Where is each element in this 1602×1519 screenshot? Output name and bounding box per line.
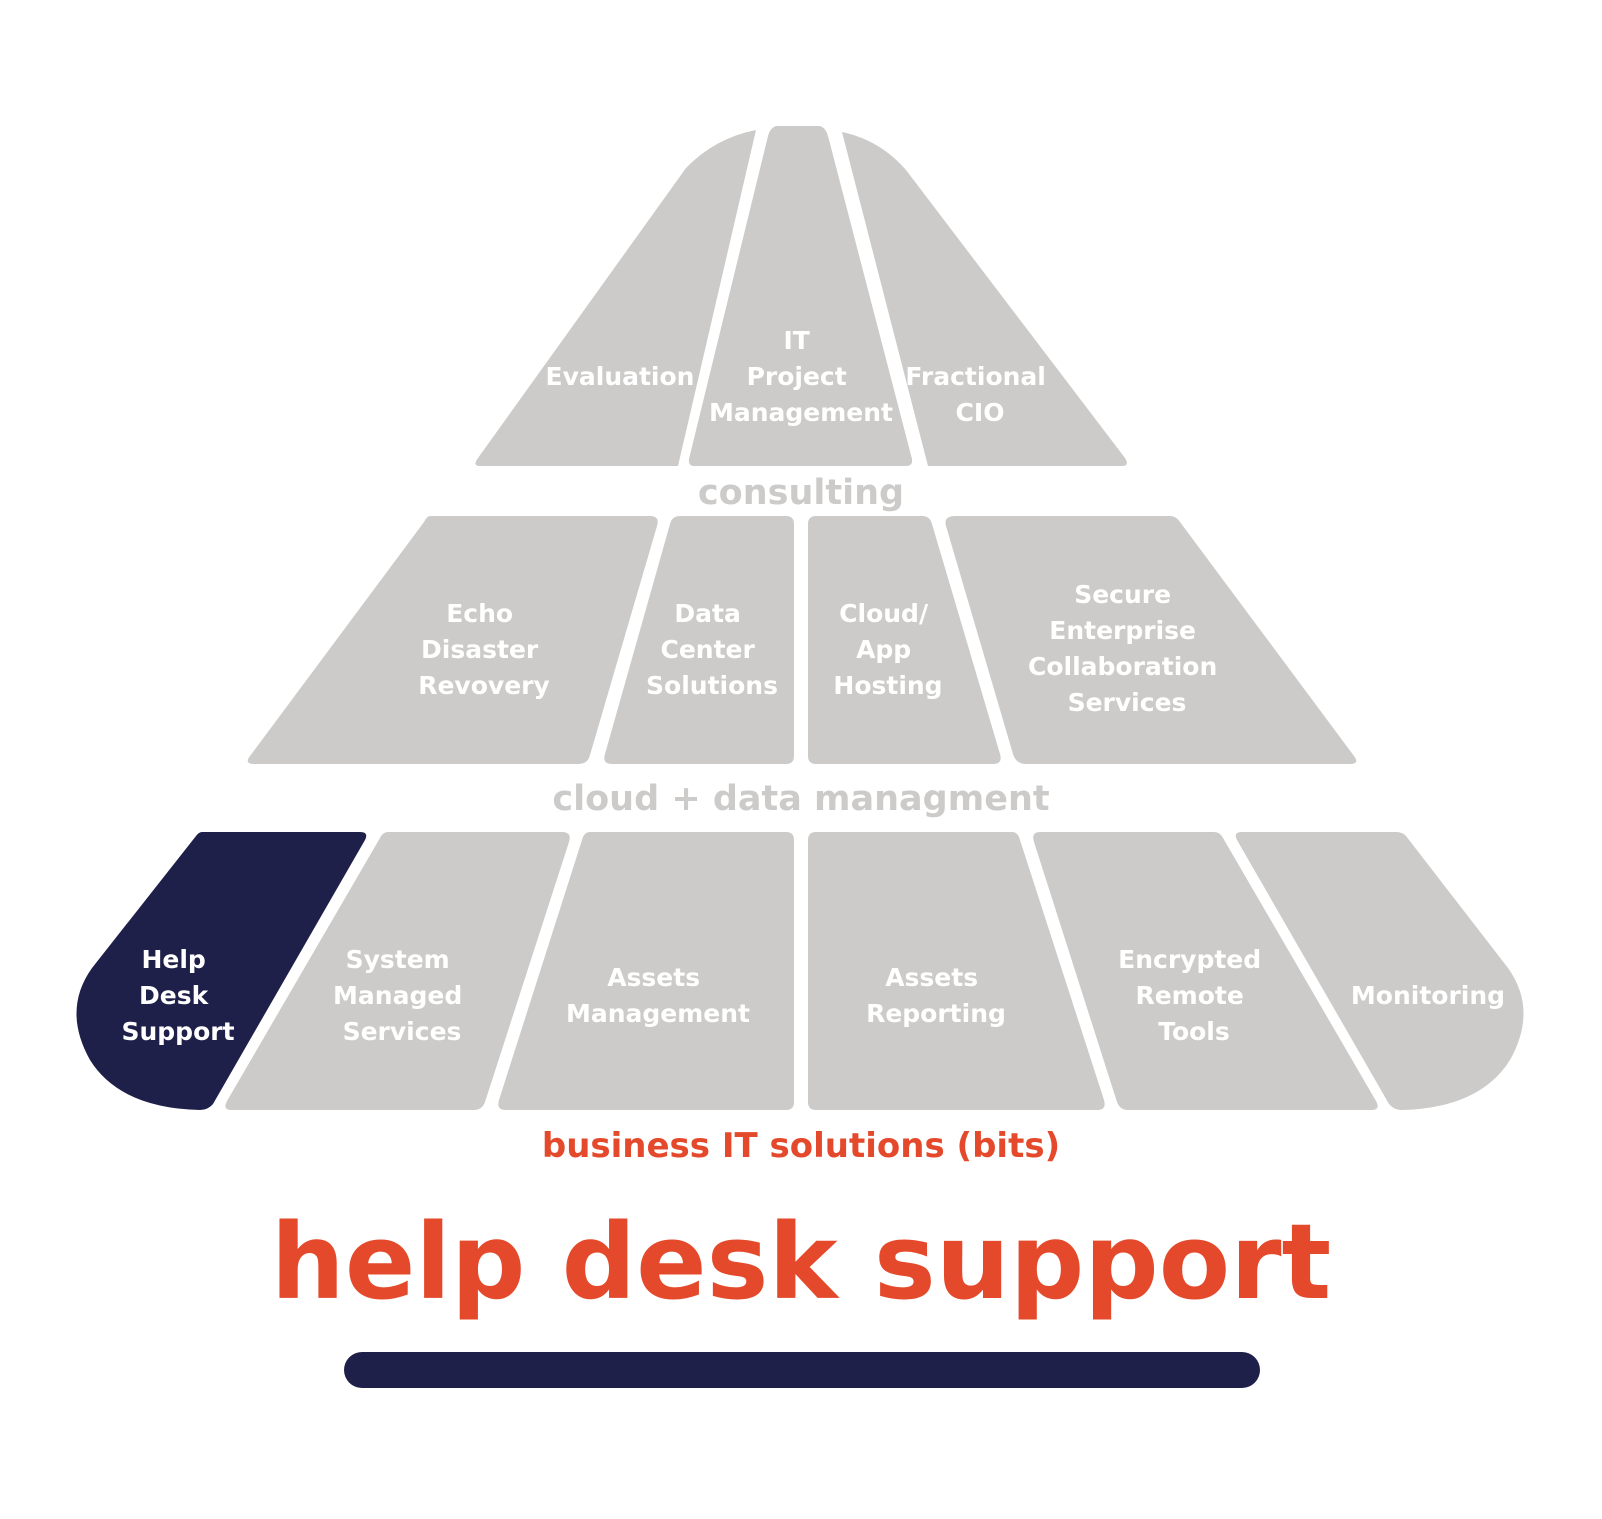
segment-it-project-management-label: IT Project Management: [709, 326, 893, 427]
segment-assets-reporting[interactable]: [808, 832, 1105, 1110]
segment-assets-management-label: Assets Management: [566, 963, 750, 1028]
segment-fractional-cio-label: Fractional CIO: [905, 362, 1054, 427]
segment-encrypted-remote-tools-label: Encrypted Remote Tools: [1118, 945, 1270, 1046]
segment-assets-management[interactable]: [498, 832, 794, 1110]
segment-cloud-app-hosting-label: Cloud/ App Hosting: [833, 599, 942, 700]
tier-label-consulting: consulting: [698, 473, 904, 513]
tier-label-business-it-solutions: business IT solutions (bits): [542, 1126, 1060, 1166]
tier-cloud-data-management: Echo Disaster Revovery Data Center Solut…: [247, 516, 1357, 819]
segment-echo-disaster-recovery[interactable]: [247, 516, 658, 764]
segment-evaluation[interactable]: [475, 130, 756, 466]
segment-data-center-solutions-label: Data Center Solutions: [646, 599, 778, 700]
tier-consulting: Evaluation IT Project Management Fractio…: [475, 126, 1127, 513]
segment-secure-enterprise-collaboration-label: Secure Enterprise Collaboration Services: [1028, 580, 1226, 717]
segment-secure-enterprise-collaboration[interactable]: [945, 516, 1357, 764]
segment-system-managed-services-label: System Managed Services: [333, 945, 471, 1046]
segment-evaluation-label: Evaluation: [546, 362, 695, 391]
segment-it-project-management[interactable]: [688, 126, 913, 466]
segment-data-center-solutions[interactable]: [604, 516, 794, 764]
segment-fractional-cio[interactable]: [842, 132, 1127, 466]
segment-encrypted-remote-tools[interactable]: [1033, 832, 1378, 1110]
segment-assets-reporting-label: Assets Reporting: [866, 963, 1006, 1028]
segment-cloud-app-hosting[interactable]: [808, 516, 1001, 764]
segment-monitoring-label: Monitoring: [1351, 981, 1505, 1010]
page-title: help desk support: [271, 1201, 1331, 1323]
segment-help-desk-support-label: Help Desk Support: [121, 945, 234, 1046]
segment-echo-disaster-recovery-label: Echo Disaster Revovery: [418, 599, 550, 700]
segment-monitoring[interactable]: [1235, 832, 1524, 1110]
tier-label-cloud-data-management: cloud + data managment: [552, 779, 1049, 819]
segment-help-desk-support[interactable]: [76, 832, 367, 1110]
title-underline: [344, 1352, 1260, 1388]
tier-business-it-solutions: Help Desk Support System Managed Service…: [76, 832, 1524, 1166]
segment-system-managed-services[interactable]: [225, 832, 570, 1110]
